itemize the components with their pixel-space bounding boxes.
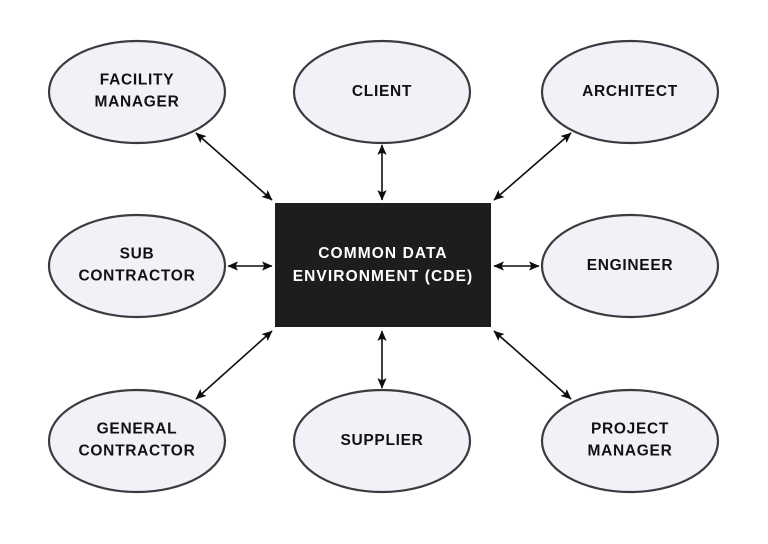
node-general-contractor[interactable] — [47, 388, 227, 494]
node-supplier[interactable] — [292, 388, 472, 494]
connector-project-manager-to-hub — [493, 330, 572, 400]
common-data-environment-box — [275, 203, 491, 327]
node-architect[interactable] — [540, 39, 720, 145]
node-shape-layer — [47, 39, 720, 494]
connector-architect-to-hub — [493, 132, 572, 201]
node-client[interactable] — [292, 39, 472, 145]
connector-facility-manager-to-hub — [195, 132, 273, 201]
node-sub-contractor[interactable] — [47, 213, 227, 319]
node-project-manager[interactable] — [540, 388, 720, 494]
node-engineer[interactable] — [540, 213, 720, 319]
connector-general-contractor-to-hub — [195, 330, 273, 400]
node-facility-manager[interactable] — [47, 39, 227, 145]
connector-layer — [195, 132, 572, 400]
